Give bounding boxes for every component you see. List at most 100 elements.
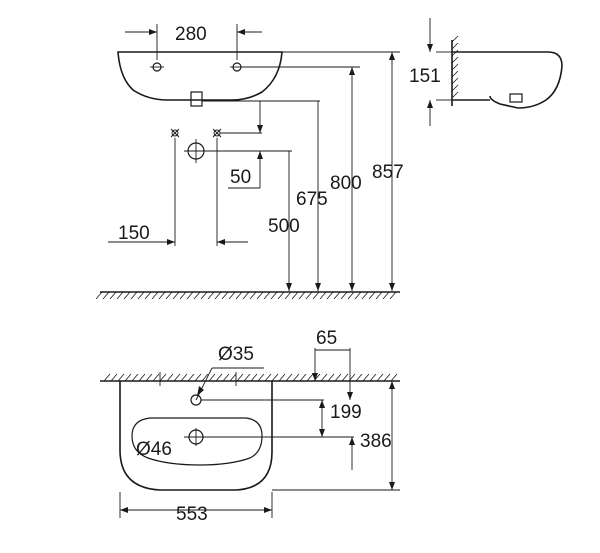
hatch-line: [263, 291, 271, 300]
hatch-line: [123, 291, 131, 300]
hatch-line: [451, 35, 459, 43]
hatch-line: [376, 373, 384, 382]
side-view: 151: [409, 18, 563, 126]
hatch-line: [375, 291, 383, 300]
bowl-inner-outline: [131, 417, 263, 466]
hatch-line: [110, 373, 118, 382]
drain-point: [184, 139, 208, 163]
hatch-line: [243, 373, 251, 382]
hatch-line: [451, 56, 459, 64]
hatch-line: [368, 291, 376, 300]
hatch-line: [306, 373, 314, 382]
hatch-line: [285, 373, 293, 382]
hatch-line: [117, 373, 125, 382]
hatch-line: [102, 291, 110, 300]
hatch-line: [271, 373, 279, 382]
hatch-line: [390, 373, 398, 382]
hatch-line: [298, 291, 306, 300]
hatch-line: [193, 291, 201, 300]
hatch-line: [320, 373, 328, 382]
front-elevation: 280 50 150 500 675 800: [95, 24, 404, 300]
hatch-line: [137, 291, 145, 300]
hatch-line: [264, 373, 272, 382]
hatch-line: [200, 291, 208, 300]
hatch-line: [354, 291, 362, 300]
hatch-line: [235, 291, 243, 300]
dim-wall-depth: 151: [409, 66, 441, 87]
hatch-line: [159, 373, 167, 382]
hatch-line: [124, 373, 132, 382]
hatch-line: [165, 291, 173, 300]
hatch-line: [130, 291, 138, 300]
hatch-line: [222, 373, 230, 382]
dim-overall-height: 857: [372, 162, 404, 183]
hatch-line: [242, 291, 250, 300]
basin-front-outline: [117, 51, 283, 101]
hatch-line: [236, 373, 244, 382]
hatch-line: [340, 291, 348, 300]
wall-hatching: [451, 35, 459, 99]
hatch-line: [451, 63, 459, 71]
hatch-line: [277, 291, 285, 300]
hatch-line: [312, 291, 320, 300]
hatch-line: [355, 373, 363, 382]
hatch-line: [214, 291, 222, 300]
hatch-line: [194, 373, 202, 382]
basin-side-outline: [452, 51, 563, 109]
dim-tap-hole-depth: 199: [330, 402, 362, 423]
dim-tap-hole-diameter: Ø35: [218, 344, 254, 365]
dim-rim-height: 800: [330, 173, 362, 194]
hatch-line: [215, 373, 223, 382]
hatch-line: [292, 373, 300, 382]
hatch-line: [327, 373, 335, 382]
dim-back-offset: 65: [316, 328, 337, 349]
hatch-line: [144, 291, 152, 300]
hatch-line: [249, 291, 257, 300]
hatch-line: [451, 84, 459, 92]
dim-overall-width: 553: [176, 504, 208, 525]
hatch-line: [382, 291, 390, 300]
hatch-line: [131, 373, 139, 382]
hatch-line: [166, 373, 174, 382]
hatch-line: [250, 373, 258, 382]
dim-waste-diameter: Ø46: [136, 439, 172, 460]
hatch-line: [361, 291, 369, 300]
supply-point-right: [212, 128, 222, 138]
plan-view: Ø35 Ø46 65 199 386 553: [100, 328, 400, 525]
hatch-line: [221, 291, 229, 300]
hatch-line: [208, 373, 216, 382]
hatch-line: [334, 373, 342, 382]
hatch-line: [362, 373, 370, 382]
hatch-line: [158, 291, 166, 300]
hatch-line: [103, 373, 111, 382]
hatch-line: [291, 291, 299, 300]
plan-wall-hatching: [103, 373, 398, 382]
hatch-line: [257, 373, 265, 382]
dim-overall-depth: 386: [360, 431, 392, 452]
side-waste-outlet: [509, 93, 523, 103]
dim-supply-spacing: 150: [118, 223, 150, 244]
hatch-line: [270, 291, 278, 300]
hatch-line: [95, 291, 103, 300]
dim-tap-hole-spacing: 280: [175, 24, 207, 45]
hatch-line: [109, 291, 117, 300]
hatch-line: [179, 291, 187, 300]
hatch-line: [451, 49, 459, 57]
dim-supply-height: 675: [296, 189, 328, 210]
hatch-line: [369, 373, 377, 382]
hatch-line: [305, 291, 313, 300]
hatch-line: [151, 291, 159, 300]
hatch-line: [451, 42, 459, 50]
supply-point-left: [170, 128, 180, 138]
hatch-line: [173, 373, 181, 382]
waste-outlet: [190, 91, 203, 107]
hatch-line: [256, 291, 264, 300]
hatch-line: [451, 70, 459, 78]
hatch-line: [145, 373, 153, 382]
hatch-line: [187, 373, 195, 382]
basin-plan-outline: [119, 381, 273, 491]
hatch-line: [201, 373, 209, 382]
hatch-line: [229, 373, 237, 382]
hatch-line: [389, 291, 397, 300]
